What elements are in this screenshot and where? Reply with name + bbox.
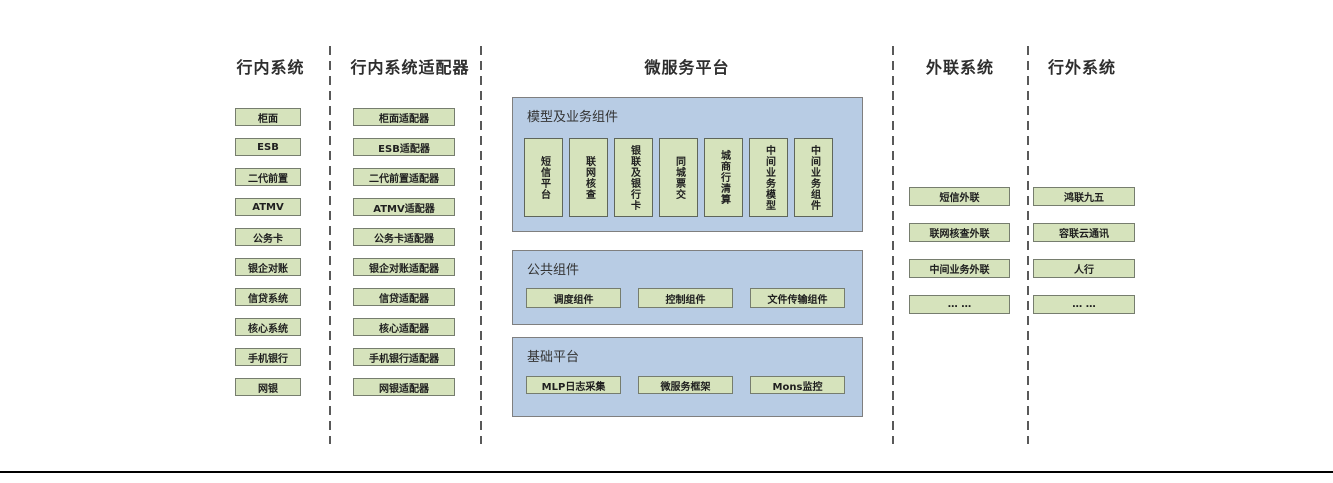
system-node: ESB xyxy=(235,138,301,156)
bottom-rule xyxy=(0,471,1333,473)
system-node: 核心系统 xyxy=(235,318,301,336)
system-node: 柜面 xyxy=(235,108,301,126)
system-node: 银企对账 xyxy=(235,258,301,276)
column-outside-systems: 鸿联九五 容联云通讯 人行 … … xyxy=(1033,187,1135,314)
column-internal-systems: 柜面 ESB 二代前置 ATMV 公务卡 银企对账 信贷系统 核心系统 手机银行… xyxy=(235,108,301,396)
system-node: 二代前置 xyxy=(235,168,301,186)
column-header-outside: 行外系统 xyxy=(1047,58,1116,77)
column-adapters: 柜面适配器 ESB适配器 二代前置适配器 ATMV适配器 公务卡适配器 银企对账… xyxy=(353,108,455,396)
system-node: ATMV xyxy=(235,198,301,216)
system-node: 公务卡 xyxy=(235,228,301,246)
component-node: Mons监控 xyxy=(750,376,845,394)
panel-label: 基础平台 xyxy=(527,350,580,365)
component-node: 短信平台 xyxy=(524,138,563,217)
component-node: 微服务框架 xyxy=(638,376,733,394)
system-node: 中间业务外联 xyxy=(909,259,1010,278)
adapter-node: 网银适配器 xyxy=(353,378,455,396)
adapter-node: 柜面适配器 xyxy=(353,108,455,126)
panel-label: 公共组件 xyxy=(527,263,580,278)
panel-common-items: 调度组件 控制组件 文件传输组件 xyxy=(526,288,845,308)
panel-base-platform: 基础平台 MLP日志采集 微服务框架 Mons监控 xyxy=(512,337,863,417)
component-node: 同城票交 xyxy=(659,138,698,217)
system-node: 网银 xyxy=(235,378,301,396)
system-node: 人行 xyxy=(1033,259,1135,278)
adapter-node: 二代前置适配器 xyxy=(353,168,455,186)
system-node: 信贷系统 xyxy=(235,288,301,306)
panel-common-components: 公共组件 调度组件 控制组件 文件传输组件 xyxy=(512,250,863,325)
adapter-node: ATMV适配器 xyxy=(353,198,455,216)
component-node: 联网核查 xyxy=(569,138,608,217)
adapter-node: ESB适配器 xyxy=(353,138,455,156)
component-node: 中间业务模型 xyxy=(749,138,788,217)
adapter-node: 公务卡适配器 xyxy=(353,228,455,246)
panel-model-items: 短信平台 联网核查 银联及银行卡 同城票交 城商行清算 中间业务模型 中间业务组… xyxy=(524,138,833,217)
column-header-external: 外联系统 xyxy=(925,58,994,77)
adapter-node: 手机银行适配器 xyxy=(353,348,455,366)
system-node: … … xyxy=(909,295,1010,314)
component-node: 银联及银行卡 xyxy=(614,138,653,217)
component-node: 控制组件 xyxy=(638,288,733,308)
column-external-link-systems: 短信外联 联网核查外联 中间业务外联 … … xyxy=(909,187,1010,314)
column-divider xyxy=(480,46,482,444)
column-divider xyxy=(1027,46,1029,444)
component-node: MLP日志采集 xyxy=(526,376,621,394)
component-node: 城商行清算 xyxy=(704,138,743,217)
column-header-adapters: 行内系统适配器 xyxy=(350,58,470,77)
panel-model-business-components: 模型及业务组件 短信平台 联网核查 银联及银行卡 同城票交 城商行清算 中间业务… xyxy=(512,97,863,232)
adapter-node: 核心适配器 xyxy=(353,318,455,336)
system-node: 联网核查外联 xyxy=(909,223,1010,242)
system-node: 鸿联九五 xyxy=(1033,187,1135,206)
adapter-node: 信贷适配器 xyxy=(353,288,455,306)
panel-base-items: MLP日志采集 微服务框架 Mons监控 xyxy=(526,376,845,394)
column-divider xyxy=(329,46,331,444)
system-node: 容联云通讯 xyxy=(1033,223,1135,242)
panel-label: 模型及业务组件 xyxy=(527,110,619,125)
adapter-node: 银企对账适配器 xyxy=(353,258,455,276)
system-node: … … xyxy=(1033,295,1135,314)
component-node: 文件传输组件 xyxy=(750,288,845,308)
system-node: 短信外联 xyxy=(909,187,1010,206)
component-node: 调度组件 xyxy=(526,288,621,308)
system-node: 手机银行 xyxy=(235,348,301,366)
column-header-platform: 微服务平台 xyxy=(644,58,730,77)
column-divider xyxy=(892,46,894,444)
column-header-internal: 行内系统 xyxy=(236,58,305,77)
component-node: 中间业务组件 xyxy=(794,138,833,217)
